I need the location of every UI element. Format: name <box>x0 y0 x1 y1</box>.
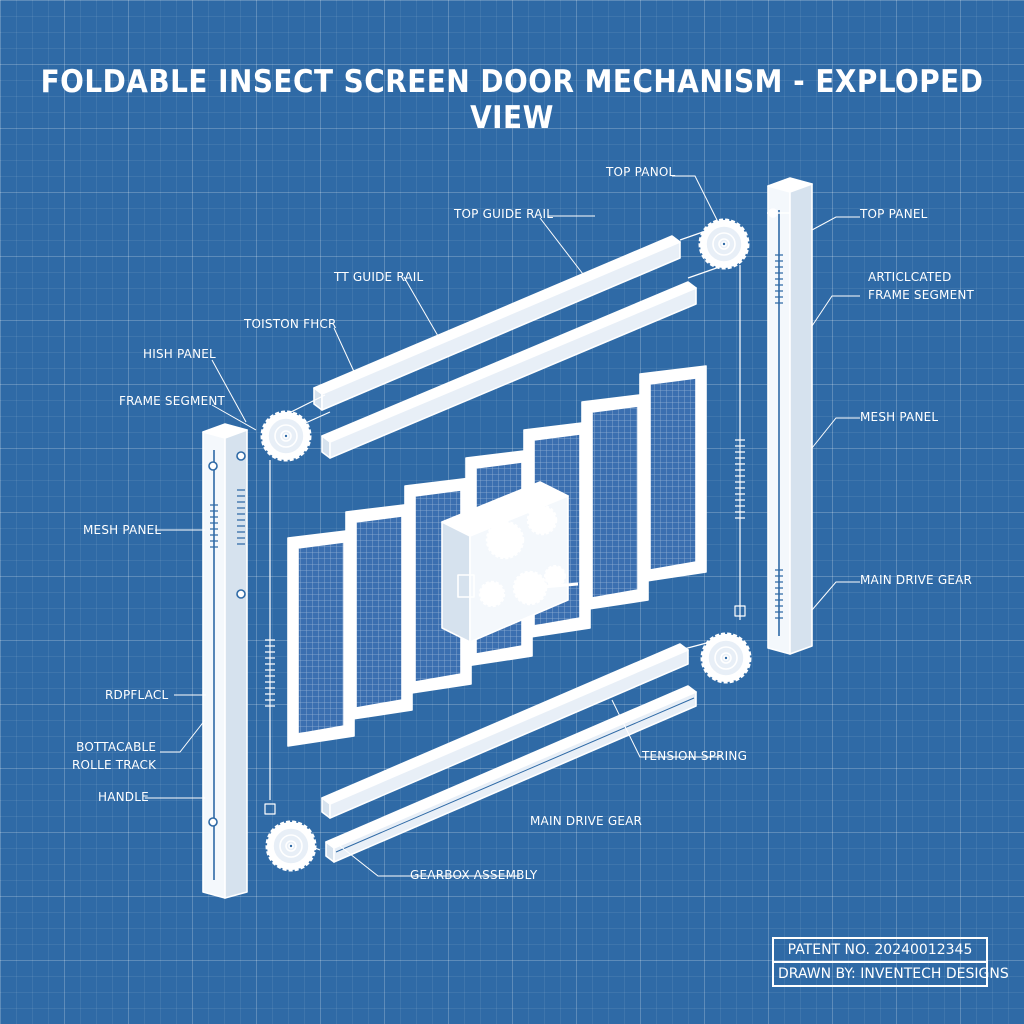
right-frame-post <box>767 177 813 655</box>
label-top-panol: TOP PANOL <box>606 165 676 179</box>
label-handle: HANDLE <box>98 790 149 804</box>
label-tension-spring: TENSION SPRING <box>642 749 748 763</box>
label-mesh-panel-right: MESH PANEL <box>860 410 939 424</box>
cable-lines <box>264 225 746 851</box>
label-tt-guide-rail: TT GUIDE RAIL <box>334 270 424 284</box>
label-mesh-panel-left: MESH PANEL <box>83 523 162 537</box>
gear-top-right <box>698 218 750 270</box>
label-articulated-frame-segment: ARTICLCATED FRAME SEGMENT <box>868 270 975 302</box>
top-guide-rail <box>313 235 681 411</box>
patent-title-block: PATENT NO. 20240012345 DRAWN BY: INVENTE… <box>772 937 1009 987</box>
gear-bottom-left <box>265 820 317 872</box>
label-toiston-fhcr: TOISTON FHCR <box>244 317 337 331</box>
mesh-panel-6 <box>581 393 649 611</box>
mesh-panel-2 <box>345 503 413 721</box>
diagram-title: FOLDABLE INSECT SCREEN DOOR MECHANISM - … <box>40 64 984 136</box>
mesh-panel-7 <box>639 365 707 583</box>
label-frame-segment: FRAME SEGMENT <box>119 394 226 408</box>
left-frame-post <box>202 423 248 899</box>
gearbox-assembly <box>441 481 579 643</box>
label-bottacable-rolle-track: BOTTACABLE ROLLE TRACK <box>72 740 157 772</box>
label-top-panel: TOP PANEL <box>860 207 928 221</box>
leader-lines <box>145 175 860 877</box>
gear-top-left <box>260 410 312 462</box>
patent-number: PATENT NO. 20240012345 <box>787 942 973 958</box>
mesh-panel-1 <box>287 529 355 747</box>
label-top-guide-rail: TOP GUIDE RAIL <box>454 207 554 221</box>
gear-bottom-right <box>700 632 752 684</box>
label-gearbox-assembly: GEARBOX ASSEMBLY <box>410 868 538 882</box>
bottom-guide-rail-1 <box>321 643 689 819</box>
label-main-drive-gear-bottom: MAIN DRIVE GEAR <box>530 814 643 828</box>
drawn-by: DRAWN BY: INVENTECH DESIGNS <box>774 961 1009 985</box>
upper-guide-rail-2 <box>321 281 697 459</box>
label-rdpflacl: RDPFLACL <box>105 688 169 702</box>
roller-track <box>325 685 697 863</box>
label-hish-panel: HISH PANEL <box>143 347 216 361</box>
label-main-drive-gear-right: MAIN DRIVE GEAR <box>860 573 973 587</box>
